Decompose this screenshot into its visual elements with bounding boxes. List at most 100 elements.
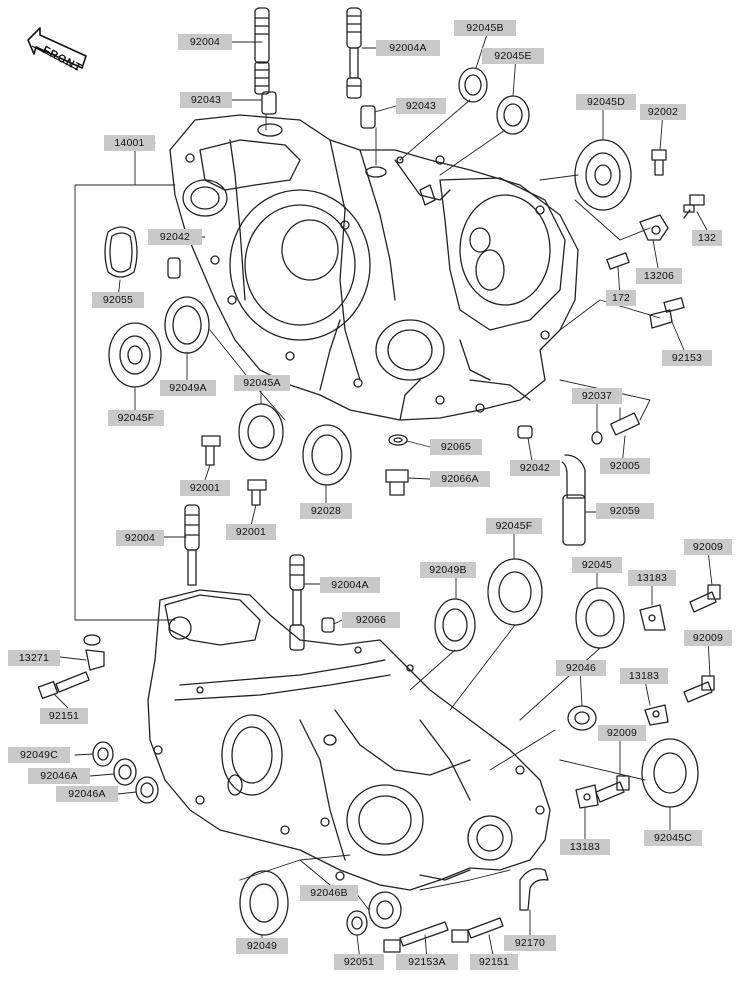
part-label-92045A: 92045A xyxy=(234,375,290,391)
part-label-92051: 92051 xyxy=(334,954,384,970)
front-arrow-icon xyxy=(27,27,87,71)
part-label-92049A: 92049A xyxy=(160,380,216,396)
part-label-92045C: 92045C xyxy=(644,830,702,846)
part-label-92004A: 92004A xyxy=(376,40,440,56)
part-label-92046A: 92046A xyxy=(28,768,90,784)
plate-13183-low xyxy=(575,784,599,809)
hose-92059 xyxy=(561,454,586,546)
part-label-92046A: 92046A xyxy=(56,786,118,802)
seal-92049 xyxy=(239,870,289,936)
bearing-92045E xyxy=(496,95,530,135)
part-label-92151: 92151 xyxy=(40,708,88,724)
bearing-92045F-left xyxy=(108,322,162,388)
bolt-132 xyxy=(683,194,705,219)
bearing-92045D xyxy=(574,139,632,211)
clamp-92170 xyxy=(519,868,549,911)
part-label-92009: 92009 xyxy=(684,630,732,646)
bearing-92046A-b xyxy=(135,776,159,804)
plate-13183-mid xyxy=(644,704,669,726)
bearing-92045F-right xyxy=(487,558,543,626)
lower-crankcase-half xyxy=(147,589,551,891)
seal-92049B xyxy=(434,598,476,652)
part-label-92043: 92043 xyxy=(396,98,446,114)
part-label-92046B: 92046B xyxy=(300,885,358,901)
part-label-92009: 92009 xyxy=(684,539,732,555)
gasket-92055 xyxy=(104,226,138,278)
part-label-13183: 13183 xyxy=(620,668,668,684)
part-label-92042: 92042 xyxy=(510,460,560,476)
part-label-92066A: 92066A xyxy=(430,471,490,487)
bolt-92153A xyxy=(383,921,449,953)
bolt-92153 xyxy=(649,297,685,329)
part-label-92059: 92059 xyxy=(596,503,654,519)
plate-13183-top xyxy=(639,604,666,631)
fitting-92037-92005 xyxy=(591,412,640,445)
part-label-92004: 92004 xyxy=(116,530,164,546)
part-label-132: 132 xyxy=(692,230,722,246)
washer-92065 xyxy=(388,434,408,446)
seal-92049A xyxy=(164,296,210,354)
part-label-92049C: 92049C xyxy=(8,747,70,763)
part-label-172: 172 xyxy=(606,290,636,306)
part-label-92153A: 92153A xyxy=(396,954,458,970)
bushing-92046 xyxy=(567,705,597,731)
stud-92004-low xyxy=(184,504,200,586)
part-label-92049B: 92049B xyxy=(420,562,476,578)
leader-lines xyxy=(54,27,713,961)
stud-92004A-top xyxy=(346,7,362,99)
screw-92009-mid xyxy=(683,675,715,703)
upper-crankcase-half xyxy=(169,114,579,421)
part-label-14001: 14001 xyxy=(104,135,155,151)
part-label-92055: 92055 xyxy=(92,292,144,308)
part-label-92066: 92066 xyxy=(342,612,400,628)
bearing-92046A-a xyxy=(113,758,137,786)
bolt-92001-a xyxy=(201,435,221,466)
part-label-92045E: 92045E xyxy=(482,48,544,64)
bolt-172 xyxy=(606,252,630,270)
screw-92009-low xyxy=(595,775,630,803)
part-label-92046: 92046 xyxy=(556,660,606,676)
front-direction-badge: FRONT xyxy=(26,26,90,80)
part-label-13183: 13183 xyxy=(628,570,676,586)
part-label-92065: 92065 xyxy=(430,439,482,455)
part-label-92043: 92043 xyxy=(180,92,232,108)
seal-92051 xyxy=(346,910,368,936)
bolt-92151-right xyxy=(451,917,504,943)
collar-92028 xyxy=(302,424,352,486)
plug-92066A xyxy=(385,469,409,496)
part-label-92045F: 92045F xyxy=(486,518,542,534)
bolt-92151-left xyxy=(37,671,90,700)
screw-92009-top xyxy=(689,584,721,613)
part-label-92045: 92045 xyxy=(572,557,622,573)
dowel-92066 xyxy=(321,617,335,633)
dowel-92043-left xyxy=(261,91,277,115)
part-label-92045B: 92045B xyxy=(454,20,516,36)
part-label-13206: 13206 xyxy=(636,268,682,284)
part-label-92037: 92037 xyxy=(572,388,622,404)
pin-92042-right xyxy=(517,425,533,439)
part-label-92028: 92028 xyxy=(300,503,352,519)
bearing-92045A xyxy=(238,403,284,461)
bearing-92046B xyxy=(368,891,402,929)
part-label-92004A: 92004A xyxy=(320,577,380,593)
dowel-92043-right xyxy=(360,105,376,129)
stud-92004A-low xyxy=(289,554,305,651)
part-label-92004: 92004 xyxy=(178,34,232,50)
part-label-92001: 92001 xyxy=(180,480,230,496)
part-label-92045F: 92045F xyxy=(108,410,164,426)
bearing-92045 xyxy=(575,587,625,649)
part-label-13183: 13183 xyxy=(560,839,610,855)
bearing-92045B xyxy=(458,67,488,103)
part-label-92151: 92151 xyxy=(470,954,518,970)
stud-92004-top xyxy=(254,7,270,95)
part-label-92002: 92002 xyxy=(640,104,686,120)
part-label-92049: 92049 xyxy=(236,938,288,954)
fitting-13206 xyxy=(639,214,669,241)
part-label-13271: 13271 xyxy=(8,650,60,666)
part-label-92005: 92005 xyxy=(600,458,650,474)
part-label-92009: 92009 xyxy=(598,725,646,741)
part-label-92170: 92170 xyxy=(504,935,556,951)
bolt-92001-b xyxy=(247,479,267,506)
